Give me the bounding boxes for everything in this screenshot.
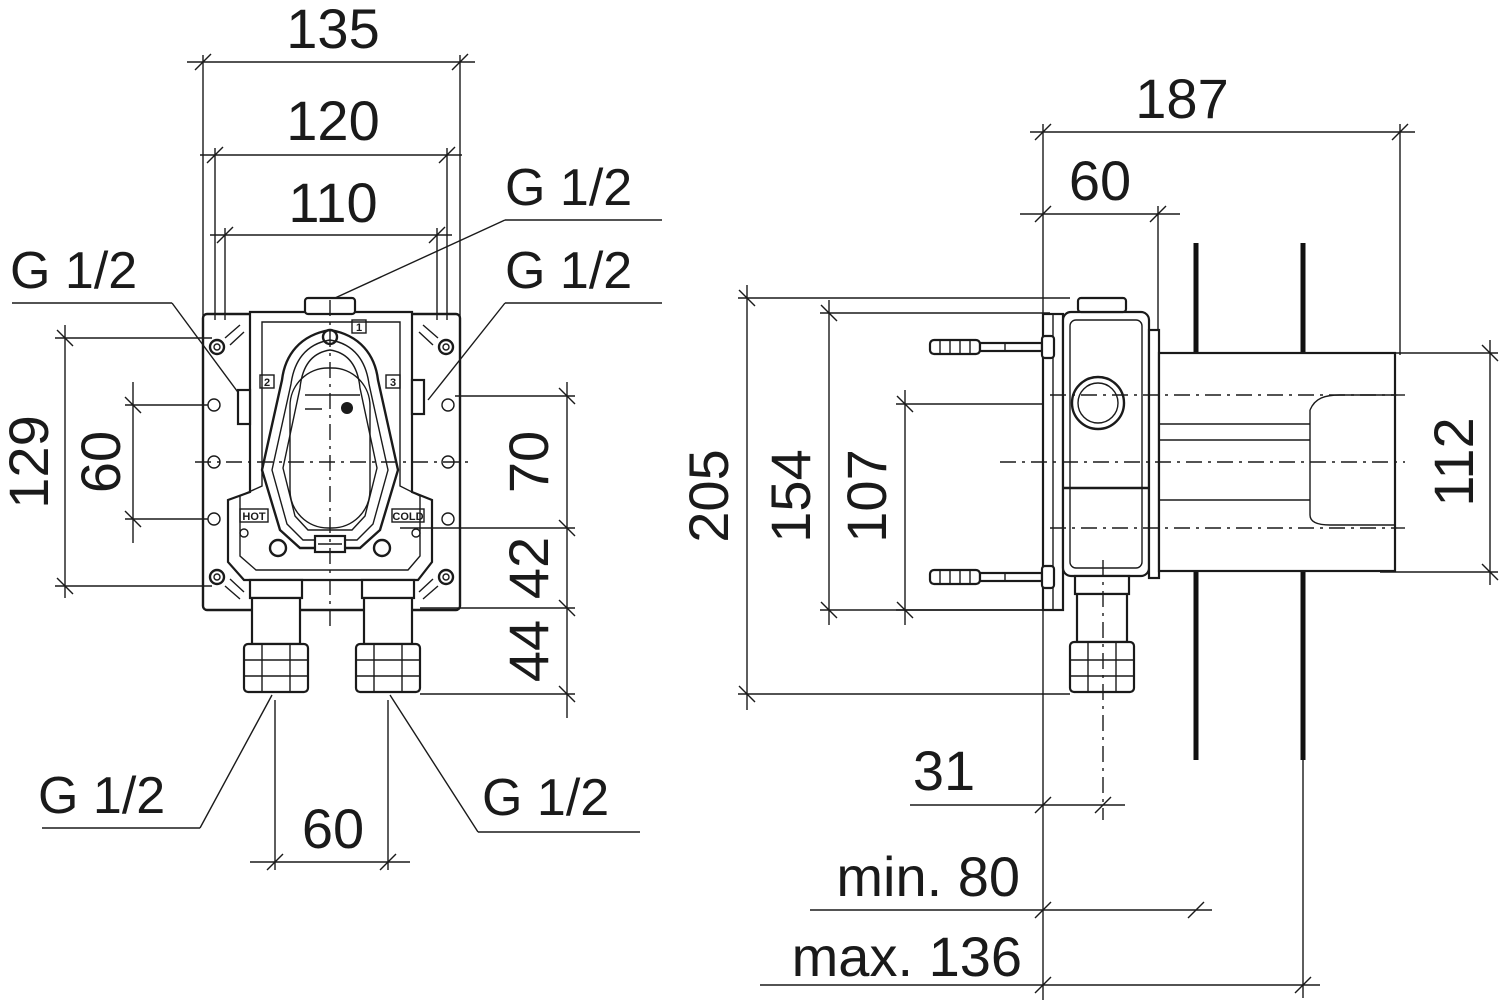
dim-60-side-text: 60 [1069, 149, 1131, 212]
dimension-31: 31 [910, 610, 1125, 1000]
dim-187-text: 187 [1135, 67, 1228, 130]
leader-left-outlet: G 1/2 [10, 242, 241, 396]
dim-112-text: 112 [1422, 417, 1485, 506]
hot-label: HOT [242, 511, 266, 523]
inlet-cold [354, 578, 422, 694]
dimension-60-side: 60 [1020, 149, 1180, 340]
leader-right-outlet: G 1/2 [427, 242, 662, 401]
dimension-129: 129 [0, 325, 212, 598]
side-view: 187 60 205 154 [677, 67, 1499, 1000]
dimension-120: 120 [200, 89, 462, 320]
inlet-hot [242, 578, 310, 694]
leader-inlet-right: G 1/2 [389, 694, 640, 833]
cold-label: COLD [392, 511, 423, 523]
marker-1: 1 [356, 322, 362, 334]
dim-120-text: 120 [286, 89, 379, 152]
dim-129-text: 129 [0, 415, 60, 508]
dimension-154: 154 [759, 300, 1050, 625]
dim-44-text: 44 [497, 620, 560, 682]
dim-135-text: 135 [286, 0, 379, 60]
marker-3: 3 [390, 377, 396, 389]
dimension-107: 107 [835, 390, 1080, 625]
dim-107-text: 107 [835, 449, 898, 542]
dimension-110: 110 [210, 171, 452, 320]
dimension-min-80: min. 80 [810, 845, 1212, 919]
leader-inlet-left: G 1/2 [38, 694, 273, 829]
dim-60-horizontal-text: 60 [302, 797, 364, 860]
dimension-205: 205 [677, 285, 1070, 710]
dim-max-136-text: max. 136 [792, 925, 1022, 988]
dimension-60-horizontal: 60 [250, 700, 410, 871]
dim-110-text: 110 [288, 171, 377, 234]
side-knob [1070, 375, 1126, 431]
front-view: 135 120 110 G 1/2 G [0, 0, 662, 871]
label-right-outlet: G 1/2 [505, 242, 632, 300]
dimension-187: 187 [1030, 67, 1415, 355]
dim-154-text: 154 [759, 449, 822, 542]
dim-31-text: 31 [913, 739, 975, 802]
wall-anchor-top [928, 334, 1056, 360]
dimension-135: 135 [187, 0, 475, 320]
label-inlet-right: G 1/2 [482, 769, 609, 827]
marker-2: 2 [264, 377, 270, 389]
label-top-outlet: G 1/2 [505, 159, 632, 217]
dimension-60-vertical: 60 [69, 382, 208, 543]
dim-min-80-text: min. 80 [836, 845, 1020, 908]
dimension-70-42-44: 70 42 44 [400, 382, 576, 718]
dim-205-text: 205 [677, 449, 740, 542]
leader-top-outlet: G 1/2 [334, 159, 662, 299]
dim-42-text: 42 [497, 537, 560, 599]
wall-anchor-bottom [928, 564, 1056, 590]
dimension-112: 112 [1380, 340, 1499, 585]
dimension-max-136: max. 136 [760, 760, 1320, 998]
dim-70-text: 70 [497, 431, 560, 493]
side-inlet [1068, 574, 1136, 694]
dim-60-vertical-text: 60 [69, 431, 132, 493]
label-left-outlet: G 1/2 [10, 242, 137, 300]
side-box [1061, 310, 1151, 578]
label-inlet-left: G 1/2 [38, 767, 165, 825]
